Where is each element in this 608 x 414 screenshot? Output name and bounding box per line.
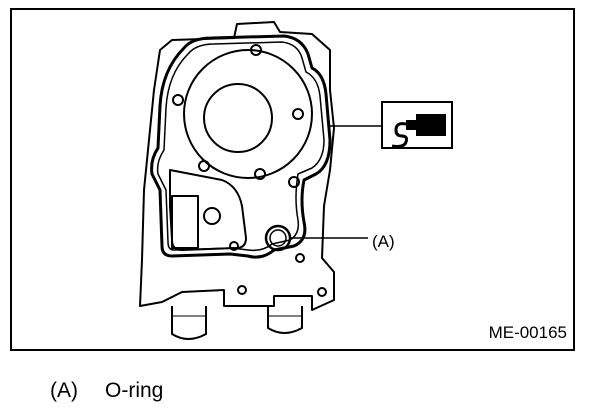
legend-text: O-ring: [105, 379, 164, 402]
passage-loop: [169, 169, 247, 251]
bolt-hole: [295, 253, 305, 263]
pump-bore: [203, 83, 273, 153]
bolt-hole: [250, 44, 262, 56]
bolt-hole: [229, 241, 239, 251]
engine-cover-drawing: [139, 21, 453, 340]
pipe-right: [267, 306, 303, 334]
bolt-hole: [172, 94, 184, 106]
legend-label: (A): [50, 379, 78, 402]
figure-code: ME-00165: [488, 323, 567, 342]
bolt-hole: [288, 176, 300, 188]
bolt-hole: [317, 287, 327, 297]
cover-outline: [139, 21, 335, 311]
pump-housing: [183, 49, 313, 179]
figure-frame: (A) ME-00165: [10, 8, 575, 351]
gasket-inner: [156, 41, 325, 252]
bolt-hole: [203, 207, 221, 225]
bolt-hole: [254, 168, 266, 180]
legend-item: (A) O-ring: [50, 379, 163, 403]
pipe-left: [171, 306, 207, 340]
bolt-hole: [198, 160, 210, 172]
bolt-hole: [292, 108, 304, 120]
gasket-outer: [150, 34, 332, 259]
side-opening: [171, 195, 199, 249]
bolt-hole: [237, 285, 247, 295]
callout-a: (A): [372, 232, 395, 251]
sealant-tube-icon: [381, 101, 453, 149]
